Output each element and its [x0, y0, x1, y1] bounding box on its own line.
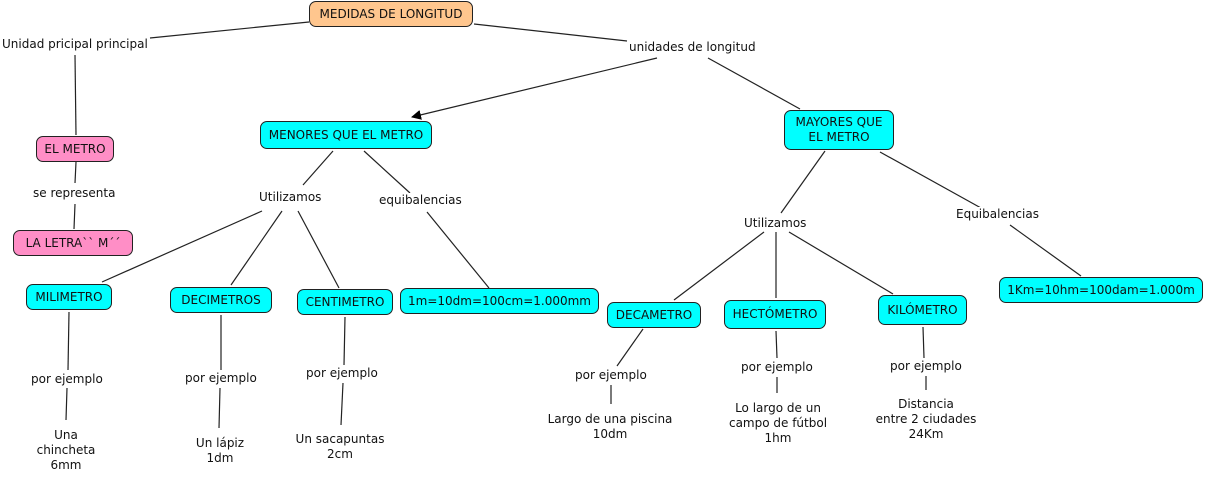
line-menores-eq	[363, 150, 411, 194]
concept-mayores-que-el-metro[interactable]: MAYORES QUE EL METRO	[784, 110, 894, 150]
line-centi-ej	[343, 316, 346, 366]
link-label-utilizamos-menores: Utilizamos	[259, 190, 322, 205]
concept-milimetro[interactable]: MILIMETRO	[26, 284, 112, 310]
line-rep-letra	[73, 203, 76, 230]
link-label-por-ejemplo-deci: por ejemplo	[185, 371, 257, 386]
link-label-equibalencias-mayores: Equibalencias	[956, 207, 1039, 222]
line-menores-util	[302, 150, 334, 186]
example-kilometro: Distancia entre 2 ciudades 24Km	[875, 397, 977, 441]
link-label-por-ejemplo-deca: por ejemplo	[575, 368, 647, 383]
line-util-kilo	[788, 231, 894, 295]
line-unidades-menores	[411, 57, 658, 120]
link-label-se-representa: se representa	[33, 186, 116, 201]
concept-hectometro[interactable]: HECTÓMETRO	[724, 300, 826, 329]
line-mili-ej	[67, 311, 70, 371]
example-centimetro: Un sacapuntas 2cm	[295, 432, 385, 461]
line-root-left	[149, 21, 310, 39]
line-left-metro	[74, 54, 77, 136]
root-concept[interactable]: MEDIDAS DE LONGITUD	[309, 1, 473, 27]
line-deca-ej	[616, 328, 644, 367]
concept-la-letra-m[interactable]: LA LETRA`` M´´	[13, 230, 133, 256]
concept-kilometro[interactable]: KILÓMETRO	[878, 295, 967, 325]
line-mayores-util	[780, 150, 826, 214]
concept-menores-que-el-metro[interactable]: MENORES QUE EL METRO	[260, 121, 432, 149]
line-eq-mayores-box	[1009, 224, 1082, 277]
concept-equivalencia-menores[interactable]: 1m=10dm=100cm=1.000mm	[400, 288, 599, 314]
link-label-por-ejemplo-mili: por ejemplo	[31, 372, 103, 387]
line-metro-rep	[74, 161, 77, 184]
example-decametro: Largo de una piscina 10dm	[547, 412, 673, 441]
line-hecto-ej	[775, 330, 778, 359]
line-ej-deci	[218, 387, 221, 429]
concept-equivalencia-mayores[interactable]: 1Km=10hm=100dam=1.000m	[999, 277, 1203, 303]
link-label-por-ejemplo-centi: por ejemplo	[306, 366, 378, 381]
concept-el-metro[interactable]: EL METRO	[36, 136, 114, 162]
line-util-deca	[673, 231, 765, 301]
example-milimetro: Una chincheta 6mm	[36, 428, 96, 472]
line-unidades-mayores	[707, 57, 801, 110]
line-mayores-eq	[879, 151, 982, 209]
line-ej-mili	[65, 387, 68, 421]
link-label-unidades-longitud: unidades de longitud	[629, 40, 756, 55]
link-label-equibalencias-menores: equibalencias	[379, 193, 462, 208]
line-util-mili	[101, 210, 263, 283]
line-util-centi	[297, 210, 340, 289]
concept-decimetros[interactable]: DECIMETROS	[170, 287, 272, 313]
concept-centimetro[interactable]: CENTIMETRO	[297, 289, 393, 315]
link-label-unidad-principal: Unidad pricipal principal	[2, 37, 148, 52]
link-label-por-ejemplo-hecto: por ejemplo	[741, 360, 813, 375]
link-label-utilizamos-mayores: Utilizamos	[744, 216, 807, 231]
line-kilo-ej	[922, 326, 925, 359]
line-util-deci	[230, 210, 283, 286]
line-root-right	[473, 23, 628, 42]
line-ej-centi	[340, 382, 344, 426]
example-decimetro: Un lápiz 1dm	[195, 436, 245, 465]
example-hectometro: Lo largo de un campo de fútbol 1hm	[728, 401, 828, 445]
concept-decametro[interactable]: DECAMETRO	[607, 302, 701, 328]
link-label-por-ejemplo-kilo: por ejemplo	[890, 359, 962, 374]
line-eq-menores-box	[426, 211, 490, 289]
